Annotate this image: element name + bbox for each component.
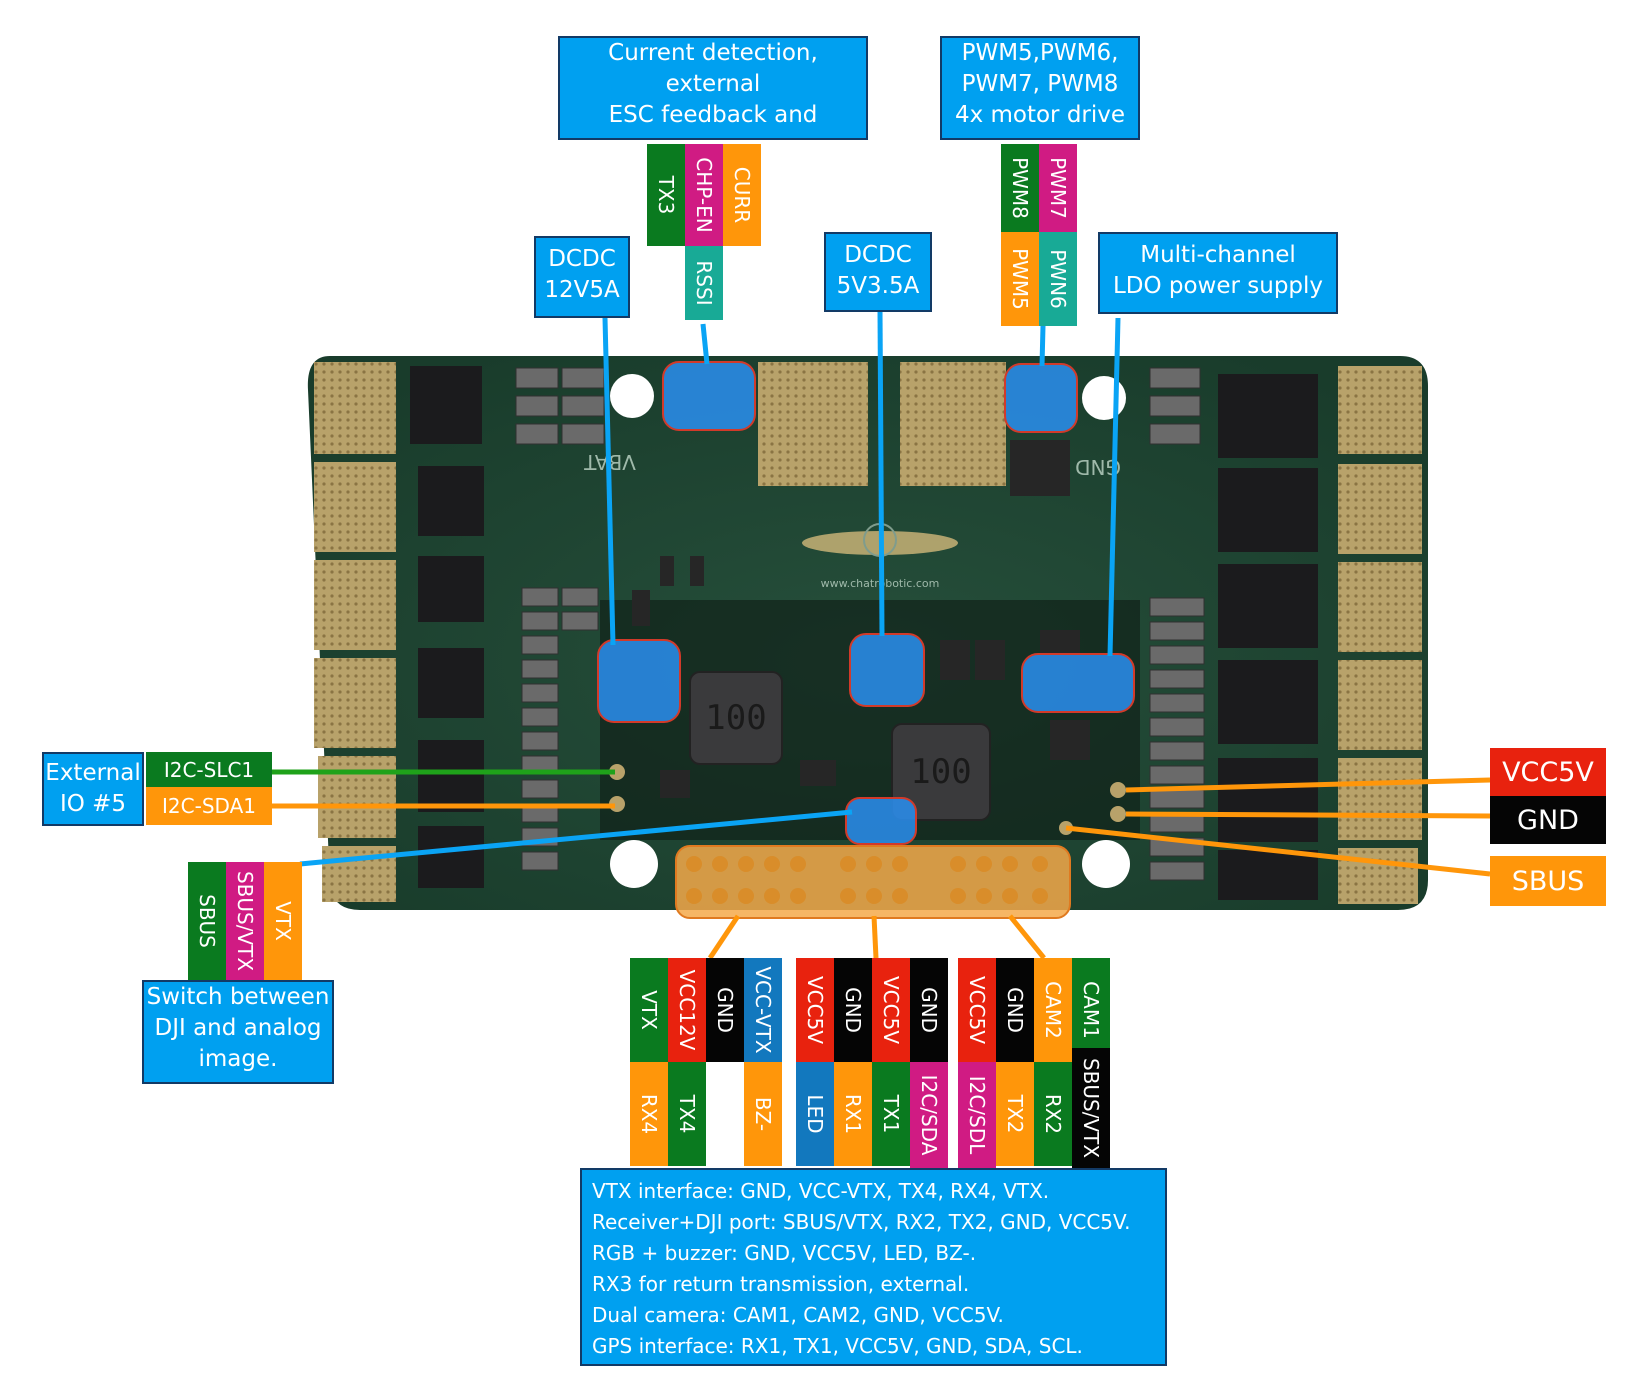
connector-pin-label: VCC5V xyxy=(965,975,989,1045)
connector-pin-label: GND xyxy=(917,987,941,1033)
connector-top-pin: VCC5V xyxy=(796,958,834,1062)
connector-pin-label: VCC5V xyxy=(879,975,903,1045)
svg-text:100: 100 xyxy=(705,698,766,738)
note-line: RX3 for return transmission, external. xyxy=(592,1272,970,1296)
pad-pwm6: PWN6 xyxy=(1039,232,1077,326)
pad-pwm5: PWM5 xyxy=(1001,232,1039,326)
pad-rssi: RSSI xyxy=(685,246,723,320)
pad-pwm8: PWM8 xyxy=(1001,144,1039,232)
connector-pin-label: TX1 xyxy=(879,1094,903,1134)
connector-pin-label: LED xyxy=(803,1094,827,1134)
callout-external-io: External IO #5 xyxy=(42,752,144,826)
connector-pin-label: GND xyxy=(713,987,737,1033)
left-motor-pads xyxy=(314,362,396,902)
pad-sbus-right: SBUS xyxy=(1490,856,1606,906)
connector-top-pin: VCC5V xyxy=(958,958,996,1062)
pad-pwm7: PWM7 xyxy=(1039,144,1077,232)
interface-notes: VTX interface: GND, VCC-VTX, TX4, RX4, V… xyxy=(580,1168,1167,1366)
note-line: RGB + buzzer: GND, VCC5V, LED, BZ-. xyxy=(592,1241,977,1265)
connector-pins xyxy=(686,856,1048,904)
connector-pin-label: RX1 xyxy=(841,1093,865,1135)
pad-gnd: GND xyxy=(1490,796,1606,844)
connector-top-pin: GND xyxy=(834,958,872,1062)
connector-top-pin: VCC-VTX xyxy=(744,958,782,1062)
callout-pwm-motor-drive: PWM5,PWM6, PWM7, PWM8 4x motor drive xyxy=(940,36,1140,140)
pad-curr: CURR xyxy=(723,144,761,246)
note-line: VTX interface: GND, VCC-VTX, TX4, RX4, V… xyxy=(592,1179,1050,1203)
inductors: 100 100 xyxy=(689,671,991,821)
right-capacitors xyxy=(1149,367,1205,881)
connector-pin-label: GND xyxy=(841,987,865,1033)
connector-pin-label: TX4 xyxy=(675,1094,699,1134)
connector-pin-label: VCC5V xyxy=(803,975,827,1045)
connector-bottom-pin: TX4 xyxy=(668,1062,706,1166)
connector-top-pin: VTX xyxy=(630,958,668,1062)
connector-top-pin: GND xyxy=(910,958,948,1062)
connector-pin-label: SBUS/VTX xyxy=(1079,1057,1103,1159)
connector-bottom-pin: I2C/SDL xyxy=(958,1062,996,1168)
callout-dcdc-12v: DCDC 12V5A xyxy=(534,236,630,318)
note-line: Dual camera: CAM1, CAM2, GND, VCC5V. xyxy=(592,1303,1004,1327)
pad-i2c-slc1: I2C-SLC1 xyxy=(146,752,272,787)
connector-pin-label: GND xyxy=(1003,987,1027,1033)
connector-pin-label: TX2 xyxy=(1003,1094,1027,1134)
connector-bottom-pin: RX2 xyxy=(1034,1062,1072,1166)
note-line: GPS interface: RX1, TX1, VCC5V, GND, SDA… xyxy=(592,1334,1083,1358)
connector-top-pin: GND xyxy=(996,958,1034,1062)
connector-bottom-pin: I2C/SDA xyxy=(910,1062,948,1168)
highlight-regions xyxy=(597,361,1135,845)
callout-switch-dji: Switch between DJI and analog image. xyxy=(142,980,334,1084)
connector-top-pin: CAM2 xyxy=(1034,958,1072,1062)
leader-lines xyxy=(226,309,1491,960)
connector-pin-label: VTX xyxy=(637,990,661,1030)
left-mosfets xyxy=(410,366,484,888)
connector-bottom-pin: TX1 xyxy=(872,1062,910,1166)
connector-bottom-pin: LED xyxy=(796,1062,834,1166)
pad-vcc5v: VCC5V xyxy=(1490,748,1606,796)
connector-bottom-pin: SBUS/VTX xyxy=(1072,1048,1110,1168)
connector-bottom-pin: RX1 xyxy=(834,1062,872,1166)
callout-current-detection: Current detection, external ESC feedback… xyxy=(558,36,868,190)
battery-pads xyxy=(758,362,1006,486)
right-mosfets xyxy=(1218,374,1318,900)
connector-pin-label: VCC-VTX xyxy=(751,966,775,1054)
pad-i2c-sda1: I2C-SDA1 xyxy=(146,787,272,825)
svg-text:100: 100 xyxy=(910,752,971,792)
pad-sbus-vtx: SBUS/VTX xyxy=(226,862,264,980)
note-line: Receiver+DJI port: SBUS/VTX, RX2, TX2, G… xyxy=(592,1210,1131,1234)
callout-ldo-power: Multi-channel LDO power supply xyxy=(1098,232,1338,314)
connector-pin-label: RX4 xyxy=(637,1093,661,1135)
right-motor-pads xyxy=(1338,366,1422,904)
pad-tx3: TX3 xyxy=(647,144,685,246)
connector-top-pin: CAM1 xyxy=(1072,958,1110,1062)
connector-pin-label: I2C/SDL xyxy=(965,1075,989,1155)
left-capacitors xyxy=(515,367,605,871)
connector-bottom-pin: BZ- xyxy=(744,1062,782,1166)
connector-top-pin: VCC12V xyxy=(668,958,706,1062)
connector-bottom-pin: RX4 xyxy=(630,1062,668,1166)
connector-pin-label: BZ- xyxy=(751,1096,775,1132)
pad-chp-en: CHP-EN xyxy=(685,144,723,246)
connector-top-pin: VCC5V xyxy=(872,958,910,1062)
connector-pin-label: CAM2 xyxy=(1041,981,1065,1039)
connector-pin-label: I2C/SDA xyxy=(917,1074,941,1156)
connector-pin-label: RX2 xyxy=(1041,1093,1065,1135)
connector-bottom-pin: TX2 xyxy=(996,1062,1034,1166)
connector-pin-label: CAM1 xyxy=(1079,981,1103,1039)
pad-sbus: SBUS xyxy=(188,862,226,980)
callout-dcdc-5v: DCDC 5V3.5A xyxy=(824,232,932,312)
connector-top-pin: GND xyxy=(706,958,744,1062)
pad-vtx: VTX xyxy=(264,862,302,980)
connector-pin-label: VCC12V xyxy=(675,969,699,1051)
